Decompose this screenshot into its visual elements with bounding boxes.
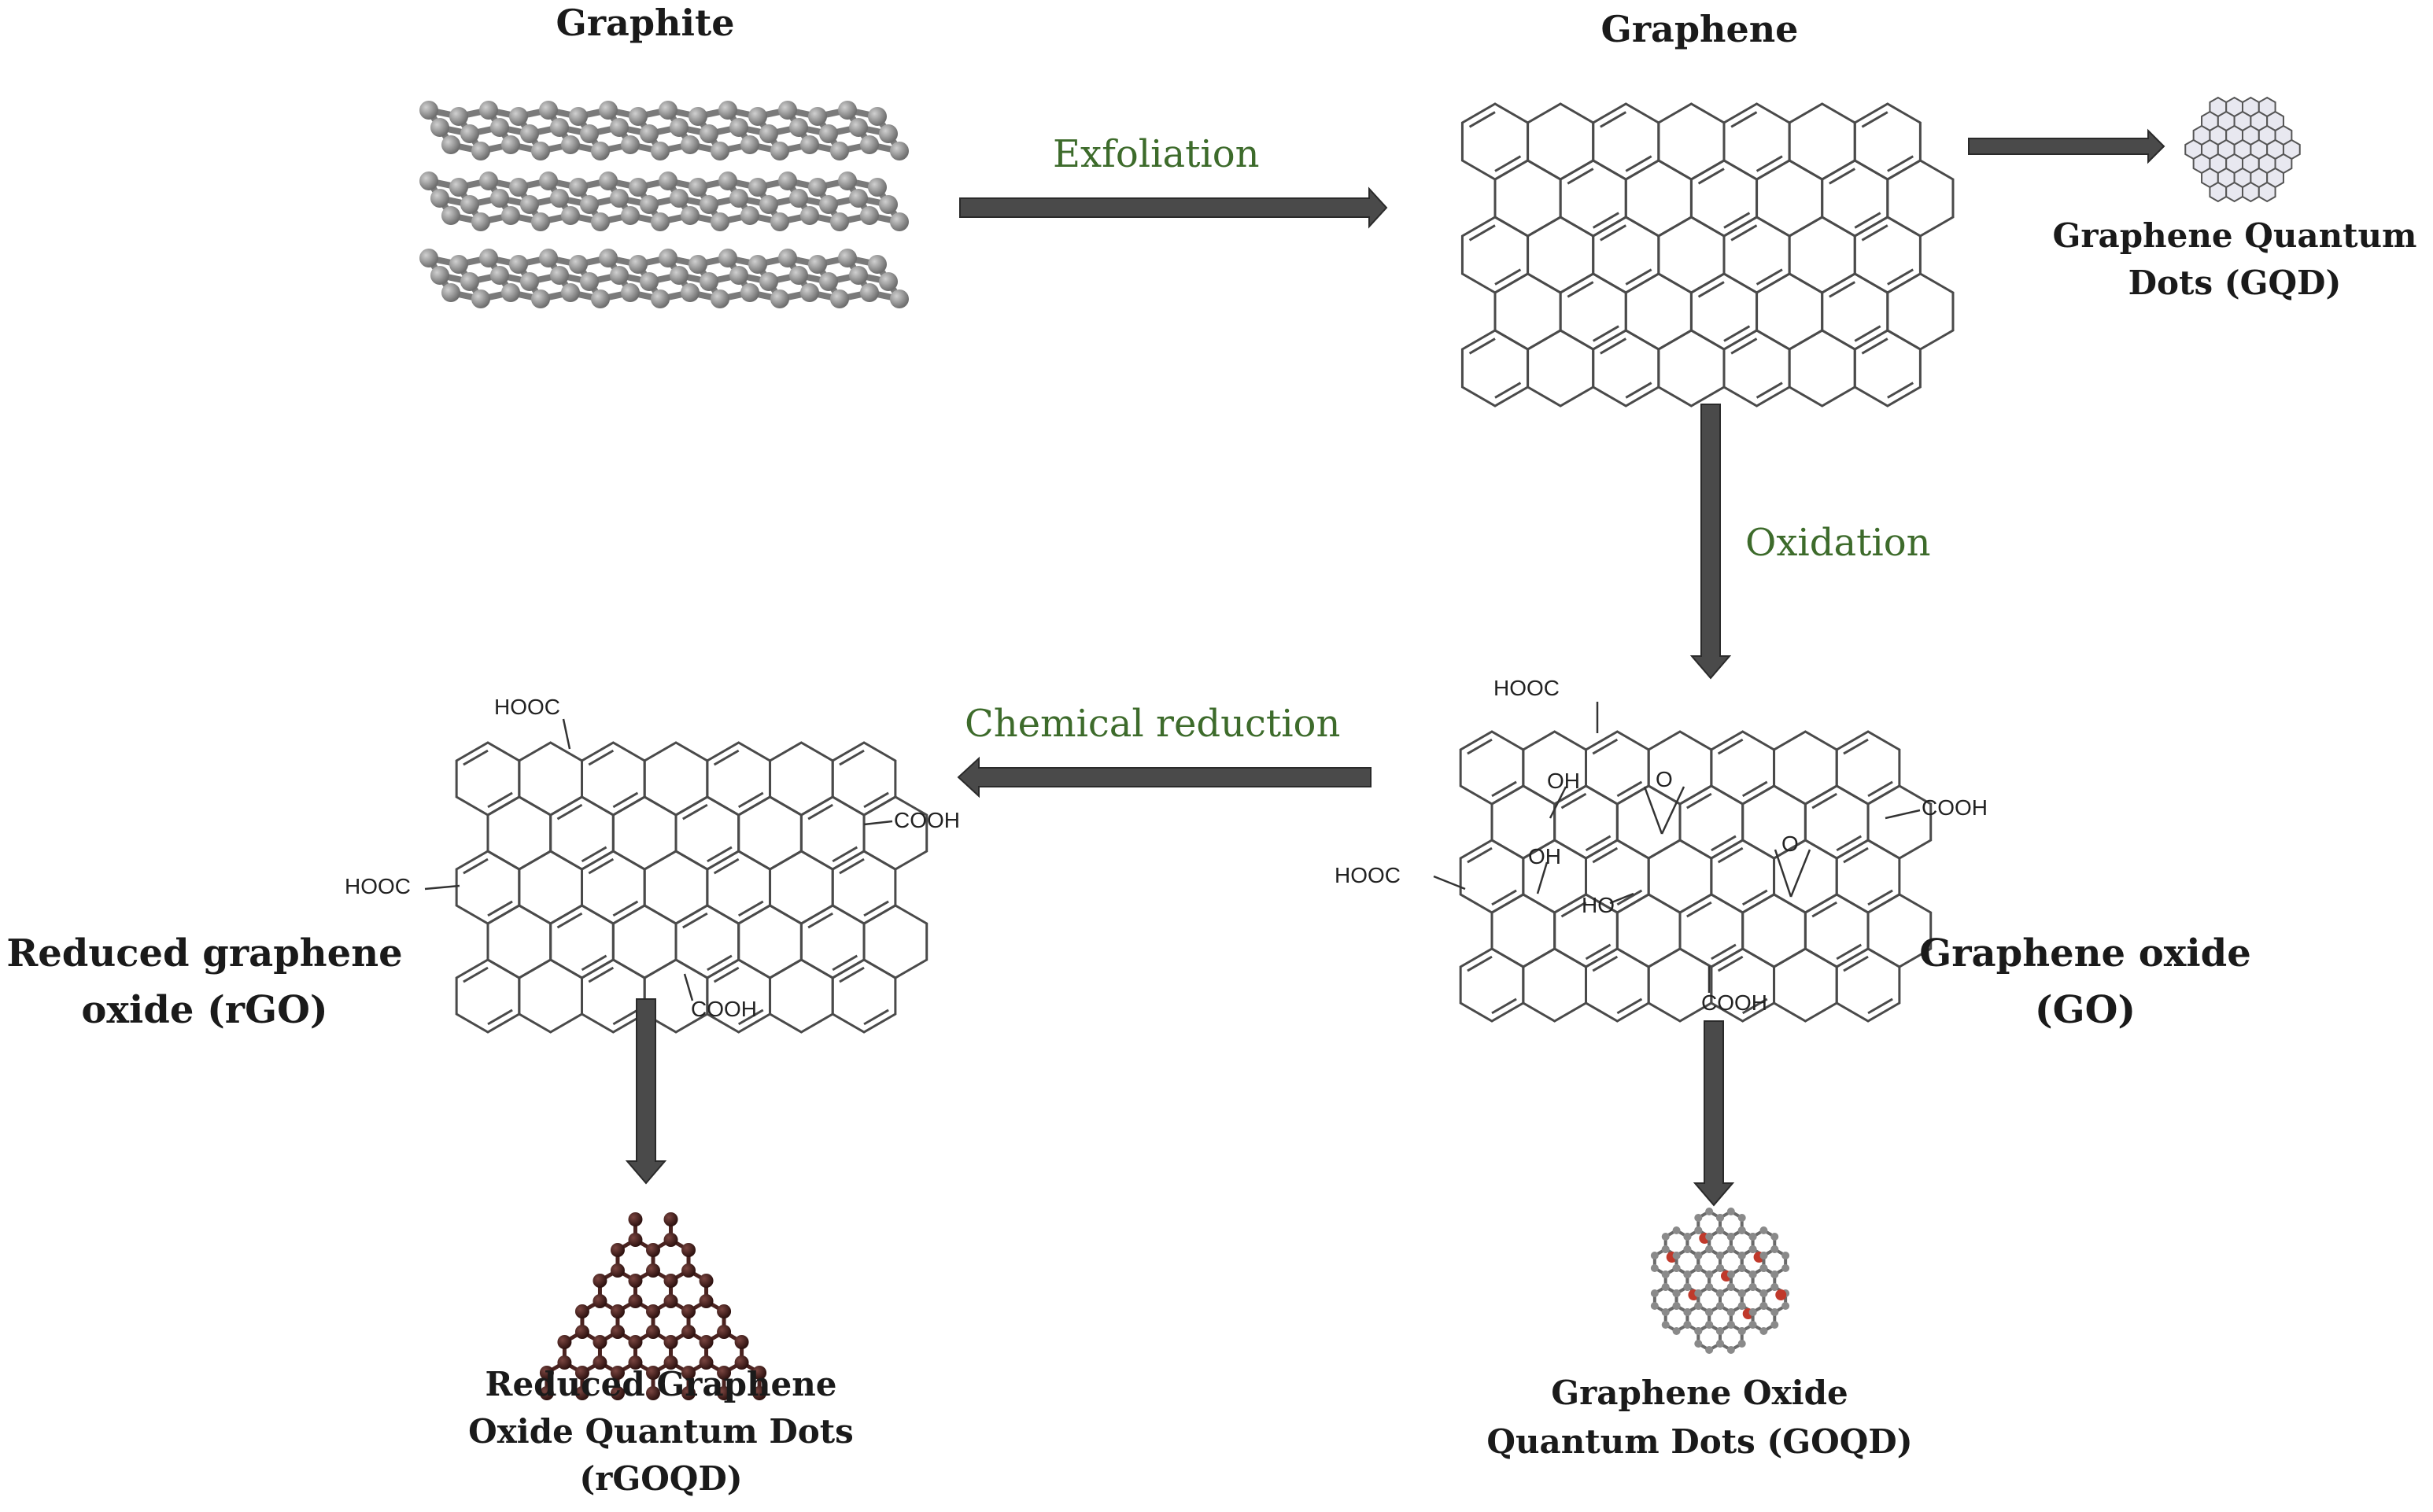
oxidation-label: Oxidation xyxy=(1745,521,1931,565)
go-ho-label: HO xyxy=(1582,893,1615,917)
goqd-label: Graphene Oxide Quantum Dots (GOQD) xyxy=(1464,1369,1936,1466)
goqd-arrow xyxy=(1693,1020,1735,1207)
graphene-sheet-structure xyxy=(1460,102,1955,408)
go-epoxy-label-1: O xyxy=(1656,767,1673,791)
rgo-cooh-right-label: COOH xyxy=(894,808,960,832)
rgoqd-label-line-2: Oxide Quantum Dots xyxy=(468,1412,854,1451)
graphite-label: Graphite xyxy=(556,2,735,44)
graphene-oxide-structure xyxy=(1459,730,1933,1023)
go-cooh-right-label: COOH xyxy=(1922,795,1988,820)
exfoliation-label: Exfoliation xyxy=(1053,132,1260,176)
rgo-label: Reduced graphene oxide (rGO) xyxy=(0,925,409,1038)
go-hooc-top-label: HOOC xyxy=(1493,676,1560,700)
gqd-arrow xyxy=(1968,128,2165,164)
rgoqd-label-line-1: Reduced Graphene xyxy=(485,1365,837,1403)
graphene-quantum-dot-structure xyxy=(2184,96,2301,203)
graphite-layers-structure xyxy=(419,101,909,308)
exfoliation-arrow xyxy=(959,186,1388,229)
gqd-label-line-1: Graphene Quantum xyxy=(2052,216,2417,255)
rgo-label-line-2: oxide (rGO) xyxy=(81,988,328,1032)
go-oh-label-1: OH xyxy=(1547,769,1580,793)
rgoqd-label: Reduced Graphene Oxide Quantum Dots (rGO… xyxy=(425,1361,897,1503)
reduced-graphene-oxide-structure xyxy=(455,741,929,1034)
go-hooc-left-label: HOOC xyxy=(1335,863,1401,887)
go-cooh-bottom-label: COOH xyxy=(1701,990,1767,1015)
rgo-hooc-top-label: HOOC xyxy=(494,695,560,719)
rgo-cooh-bottom-label: COOH xyxy=(691,997,757,1021)
go-oh-label-2: OH xyxy=(1528,844,1561,868)
rgo-hooc-left-label: HOOC xyxy=(345,874,411,898)
gqd-label: Graphene Quantum Dots (GQD) xyxy=(2046,212,2424,307)
go-label-line-2: (GO) xyxy=(2034,988,2136,1032)
reduced-graphene-oxide-quantum-dot-structure xyxy=(539,1212,767,1400)
graphene-oxide-quantum-dot-structure xyxy=(1650,1208,1790,1354)
go-label: Graphene oxide (GO) xyxy=(1888,925,2282,1038)
gqd-label-line-2: Dots (GQD) xyxy=(2128,264,2342,302)
chemical-reduction-label: Chemical reduction xyxy=(965,702,1341,746)
goqd-label-line-1: Graphene Oxide xyxy=(1551,1374,1848,1412)
rgoqd-label-line-3: (rGOQD) xyxy=(579,1459,743,1498)
go-epoxy-label-2: O xyxy=(1781,832,1799,856)
rgoqd-arrow xyxy=(625,998,667,1185)
graphene-label: Graphene xyxy=(1600,8,1799,50)
goqd-label-line-2: Quantum Dots (GOQD) xyxy=(1486,1422,1913,1461)
go-label-line-1: Graphene oxide xyxy=(1919,931,2251,975)
oxidation-arrow xyxy=(1689,404,1732,680)
chemical-reduction-arrow xyxy=(957,756,1372,798)
rgo-label-line-1: Reduced graphene xyxy=(6,931,403,975)
